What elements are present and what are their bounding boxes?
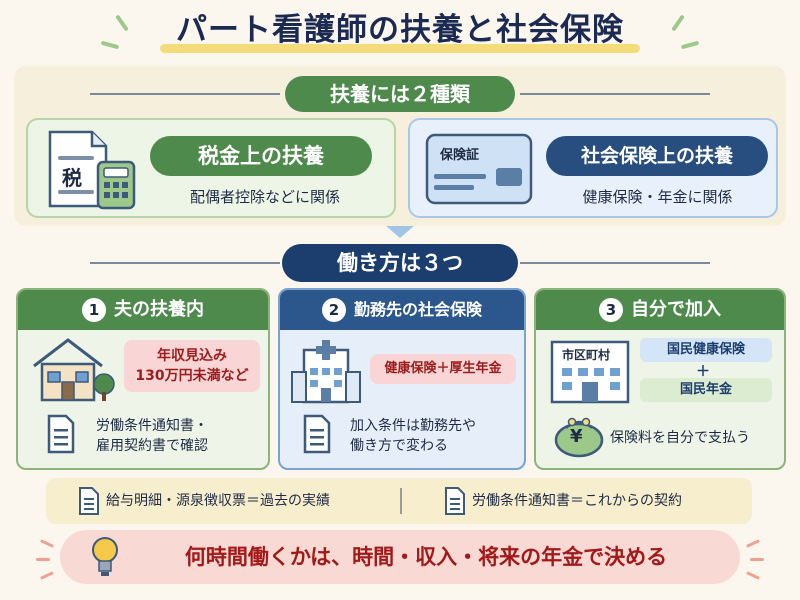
option-1-number: 1	[82, 298, 106, 322]
past-records-text: 給与明細・源泉徴収票＝過去の実績	[106, 493, 330, 509]
banner-ray-right-1	[746, 539, 760, 548]
option-1-title: 夫の扶養内	[114, 299, 204, 320]
option-2-title: 勤務先の社会保険	[353, 300, 482, 319]
option-1-note-line1: 労働条件通知書・	[96, 418, 208, 434]
income-threshold-tag: 年収見込み 130万円未満など	[124, 340, 260, 392]
option-1-note-line2: 雇用契約書で確認	[96, 438, 208, 454]
city-hall-icon	[550, 340, 630, 404]
house-icon	[33, 338, 115, 402]
option-2-note-line2: 働き方で変わる	[350, 438, 448, 454]
city-hall-sign: 市区町村	[562, 348, 611, 362]
coin-purse-icon	[554, 417, 604, 458]
tax-dependent-desc: 配偶者控除などに関係	[189, 188, 340, 206]
document-icon-2	[303, 414, 331, 454]
document-icon	[47, 414, 75, 454]
option-2-number: 2	[321, 298, 346, 322]
income-threshold-line2: 130万円未満など	[135, 368, 249, 384]
banner-ray-left-3	[40, 571, 54, 580]
insurance-card-icon	[425, 133, 533, 205]
page-title: パート看護師の扶養と社会保険	[176, 12, 624, 48]
employer-insurance-tag: 健康保険＋厚生年金	[370, 354, 516, 384]
documents-strip	[46, 478, 752, 524]
option-2-note: 加入条件は勤務先や 働き方で変わる	[350, 416, 476, 456]
lightbulb-icon	[92, 537, 118, 576]
option-3-title: 自分で加入	[631, 299, 721, 320]
contract-document-icon	[445, 487, 465, 515]
insurance-card-label: 保険証	[440, 148, 480, 163]
option-3-note: 保険料を自分で支払う	[610, 430, 750, 446]
national-health-insurance-tag: 国民健康保険	[640, 338, 772, 362]
divider-left-2	[90, 262, 280, 264]
future-contract-text: 労働条件通知書＝これからの契約	[472, 493, 682, 509]
conclusion-banner	[60, 530, 740, 584]
banner-ray-right-2	[750, 558, 764, 561]
divider-right-2	[520, 262, 710, 264]
tax-icon-label: 税	[62, 166, 82, 190]
divider-right	[520, 93, 710, 95]
income-threshold-line1: 年収見込み	[157, 348, 227, 364]
work-styles-heading: 働き方は３つ	[282, 244, 518, 282]
hospital-icon	[291, 340, 361, 404]
tax-document-calculator-icon	[48, 130, 136, 210]
tax-dependent-title: 税金上の扶養	[150, 136, 372, 176]
dependents-heading: 扶養には２種類	[285, 76, 515, 112]
option-3-header: 3 自分で加入	[536, 290, 784, 330]
banner-ray-left-2	[36, 558, 50, 561]
conclusion-text: 何時間働くかは、時間・収入・将来の年金で決める	[184, 545, 668, 569]
strip-divider	[400, 488, 402, 514]
banner-ray-right-3	[746, 571, 760, 580]
divider-left	[90, 93, 280, 95]
option-1-header: 1 夫の扶養内	[18, 290, 268, 330]
option-2-note-line1: 加入条件は勤務先や	[350, 418, 476, 434]
payslip-document-icon	[79, 487, 99, 515]
insurance-dependent-title: 社会保険上の扶養	[546, 136, 768, 176]
down-arrow-icon	[386, 226, 414, 238]
national-pension-tag: 国民年金	[640, 378, 772, 402]
yen-symbol: ¥	[570, 426, 583, 447]
option-1-note: 労働条件通知書・ 雇用契約書で確認	[96, 416, 208, 456]
banner-ray-left-1	[40, 539, 54, 548]
option-3-number: 3	[599, 298, 623, 322]
option-2-header: 2 勤務先の社会保険	[280, 290, 524, 330]
insurance-dependent-desc: 健康保険・年金に関係	[582, 188, 733, 206]
plus-sign: ＋	[696, 364, 710, 380]
